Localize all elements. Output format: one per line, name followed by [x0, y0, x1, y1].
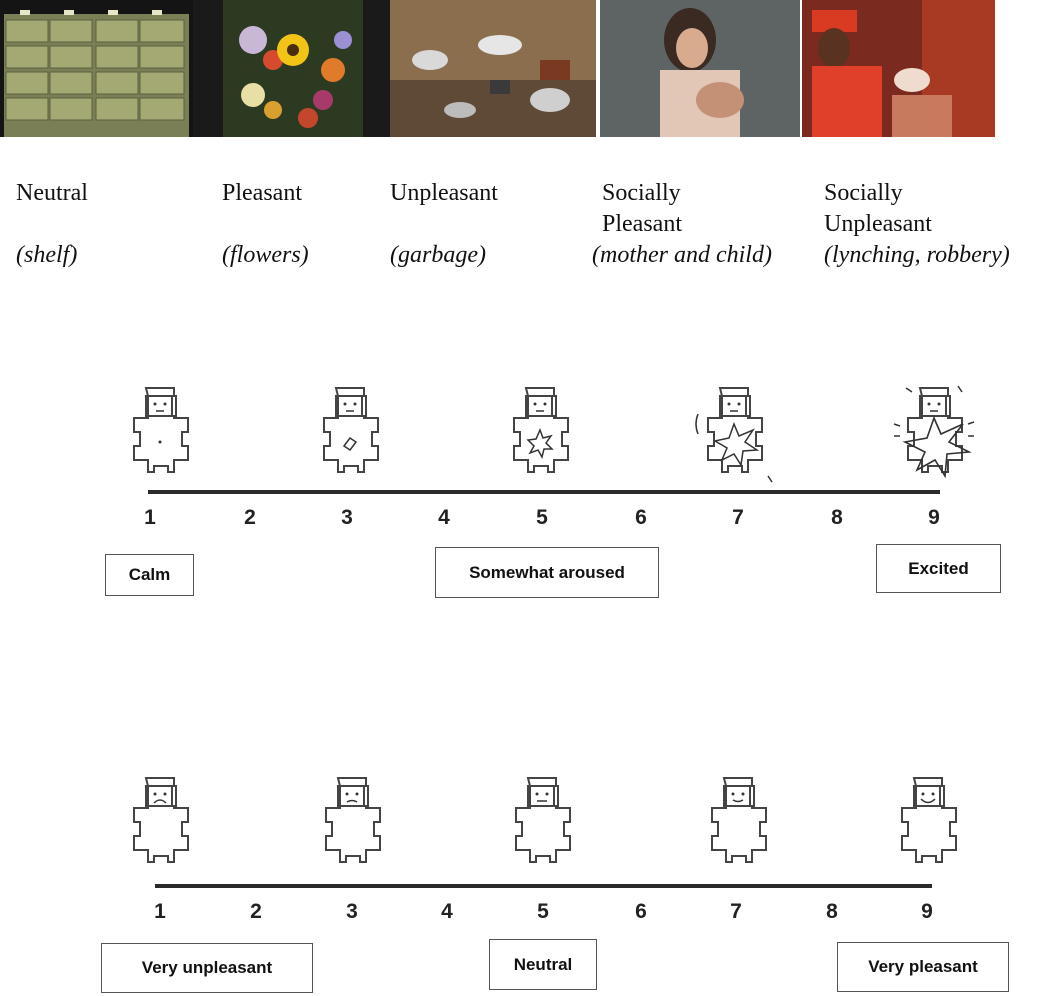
valence-anchor-neutral: Neutral [489, 939, 597, 990]
category-name: Neutral [16, 180, 88, 206]
sam-figure-high-arousal [692, 384, 776, 484]
category-name: Pleasant [222, 180, 302, 206]
arousal-number-5[interactable]: 5 [536, 506, 548, 529]
valence-number-5[interactable]: 5 [537, 900, 549, 923]
category-name: Socially Unpleasant [824, 180, 932, 237]
category-example: (shelf) [16, 242, 78, 268]
category-pleasant: Pleasant (flowers) [222, 178, 309, 271]
arousal-anchor-excited: Excited [876, 544, 1001, 593]
robbery-photo [802, 0, 995, 137]
arousal-scale-line [148, 490, 940, 494]
category-example: (garbage) [390, 242, 486, 268]
garbage-photo [390, 0, 596, 137]
arousal-number-6[interactable]: 6 [635, 506, 647, 529]
valence-scale-line [155, 884, 932, 888]
arousal-anchor-calm: Calm [105, 554, 194, 596]
category-unpleasant: Unpleasant (garbage) [390, 178, 498, 271]
valence-number-2[interactable]: 2 [250, 900, 262, 923]
arousal-number-4[interactable]: 4 [438, 506, 450, 529]
arousal-scale: 1 2 3 4 5 6 7 8 9 Calm Somewhat aroused … [0, 380, 1040, 600]
category-example: (lynching, robbery) [824, 242, 1010, 268]
arousal-number-9[interactable]: 9 [928, 506, 940, 529]
valence-number-3[interactable]: 3 [346, 900, 358, 923]
sam-figure-low-arousal [308, 384, 392, 484]
arousal-number-2[interactable]: 2 [244, 506, 256, 529]
category-example: (mother and child) [592, 242, 772, 268]
flowers-photo [193, 0, 390, 137]
valence-anchor-very-unpleasant: Very unpleasant [101, 943, 313, 993]
arousal-number-3[interactable]: 3 [341, 506, 353, 529]
arousal-number-7[interactable]: 7 [732, 506, 744, 529]
sam-figure-very-unpleasant [118, 774, 202, 874]
category-socially-unpleasant: Socially Unpleasant (lynching, robbery) [824, 178, 1010, 271]
sam-figure-neutral [500, 774, 584, 874]
valence-number-4[interactable]: 4 [441, 900, 453, 923]
category-example: (flowers) [222, 242, 309, 268]
valence-anchor-very-pleasant: Very pleasant [837, 942, 1009, 992]
category-neutral: Neutral (shelf) [16, 178, 88, 271]
arousal-number-8[interactable]: 8 [831, 506, 843, 529]
sam-figure-mid-arousal [498, 384, 582, 484]
sam-figure-excited [892, 384, 976, 484]
category-name: Socially Pleasant [602, 180, 682, 237]
valence-number-8[interactable]: 8 [826, 900, 838, 923]
sam-figure-pleasant [696, 774, 780, 874]
sam-figure-calm [118, 384, 202, 484]
valence-number-1[interactable]: 1 [154, 900, 166, 923]
valence-number-6[interactable]: 6 [635, 900, 647, 923]
arousal-number-1[interactable]: 1 [144, 506, 156, 529]
valence-number-9[interactable]: 9 [921, 900, 933, 923]
category-name: Unpleasant [390, 180, 498, 206]
shelf-photo [0, 0, 193, 137]
mother-child-photo [600, 0, 800, 137]
valence-scale: 1 2 3 4 5 6 7 8 9 Very unpleasant Neutra… [0, 772, 1040, 996]
arousal-anchor-somewhat-aroused: Somewhat aroused [435, 547, 659, 598]
category-socially-pleasant: Socially Pleasant (mother and child) [592, 178, 772, 271]
sam-figure-unpleasant [310, 774, 394, 874]
valence-number-7[interactable]: 7 [730, 900, 742, 923]
sam-figure-very-pleasant [886, 774, 970, 874]
